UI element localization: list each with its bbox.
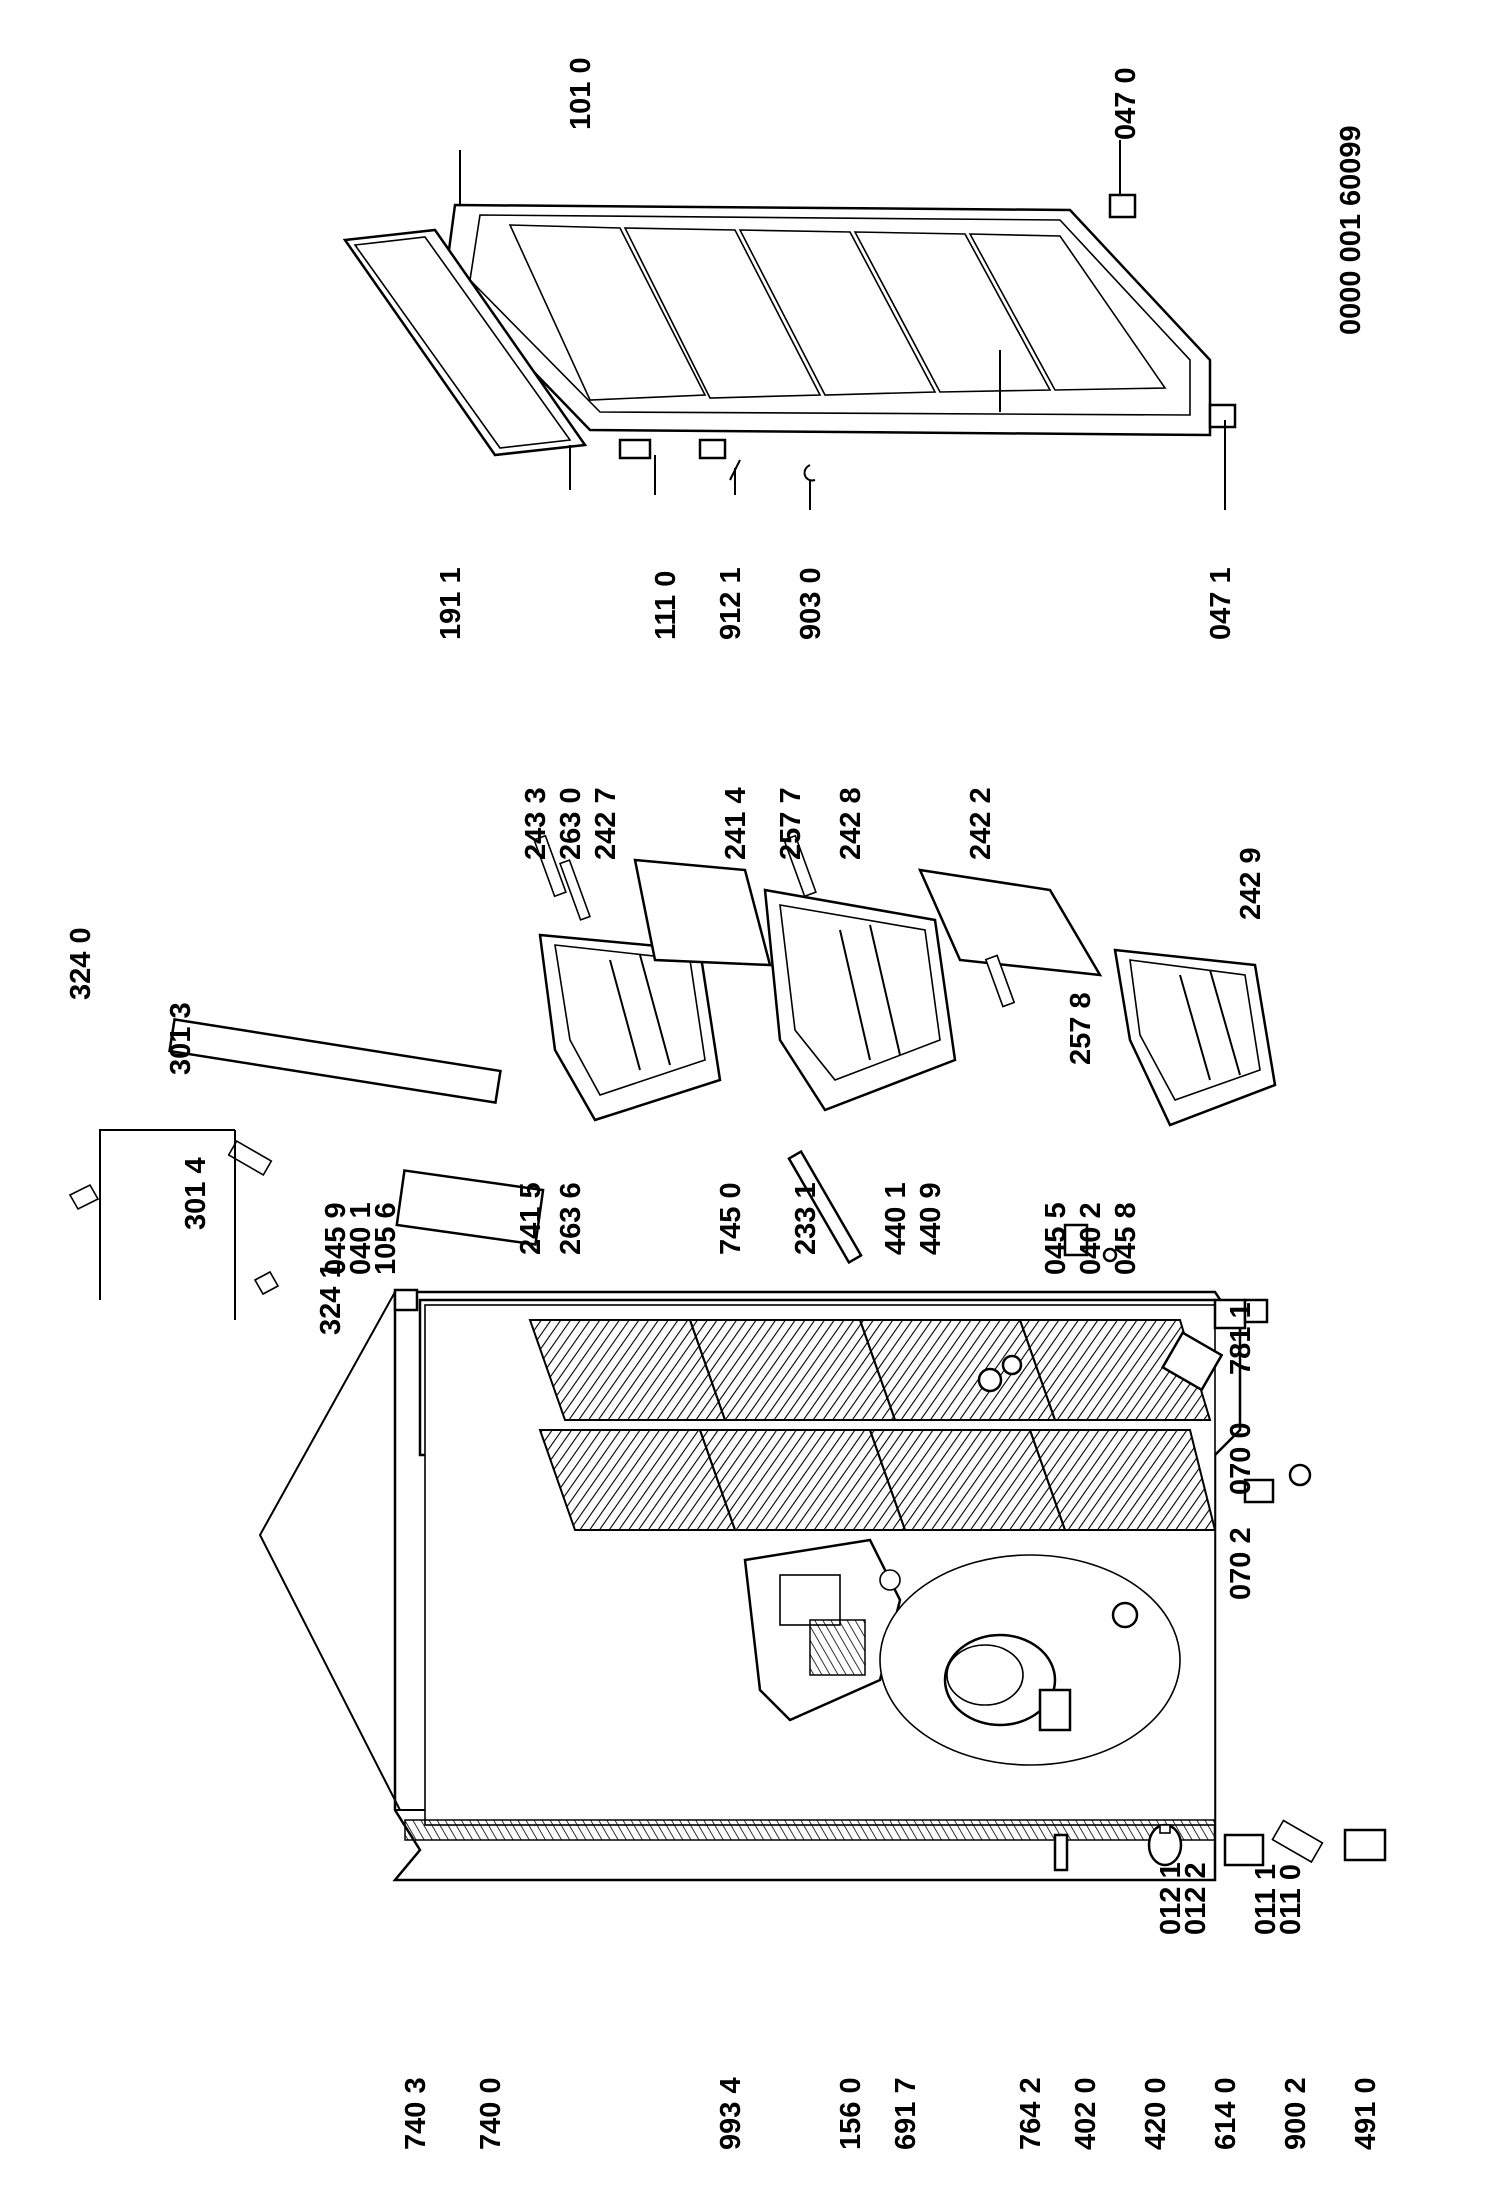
label-912-1: 912 1	[715, 567, 747, 640]
door-shelf-4	[853, 231, 1052, 393]
label-011-1: 011 1	[1250, 1864, 1282, 1935]
cover-900	[1271, 1819, 1324, 1864]
label-191-1: 191 1	[435, 567, 467, 640]
label-243-3: 243 3	[520, 787, 552, 860]
handle-bar	[168, 1017, 502, 1105]
label-740-0: 740 0	[475, 2077, 507, 2150]
label-233-1: 233 1	[790, 1182, 822, 1255]
label-691-7: 691 7	[890, 2077, 922, 2150]
label-263-0: 263 0	[555, 787, 587, 860]
label-242-8: 242 8	[835, 787, 867, 860]
label-045-9: 045 9	[320, 1202, 352, 1275]
label-324-0: 324 0	[65, 927, 97, 1000]
freezer-flap	[395, 1169, 545, 1246]
label-614-0: 614 0	[1210, 2077, 1242, 2150]
label-740-3: 740 3	[400, 2077, 432, 2150]
label-012-2: 012 2	[1180, 1862, 1212, 1935]
knob-b	[1001, 1354, 1023, 1376]
handle-clip	[227, 1139, 273, 1177]
knob-a	[977, 1367, 1003, 1393]
door-hinge-plate	[618, 438, 652, 460]
label-111-0: 111 0	[650, 571, 682, 640]
rod-243-3	[533, 834, 567, 898]
label-301-4: 301 4	[180, 1157, 212, 1230]
control-panel	[743, 1538, 902, 1722]
condenser	[404, 1819, 1216, 1841]
hinge-cap-bottom	[1208, 403, 1237, 429]
door-clip	[803, 464, 816, 482]
label-242-9: 242 9	[1235, 847, 1267, 920]
label-011-0: 011 0	[1275, 1864, 1307, 1935]
label-045-5: 045 5	[1040, 1202, 1072, 1275]
label-070-0: 070 0	[1225, 1422, 1257, 1495]
label-242-2: 242 2	[965, 787, 997, 860]
label-047-0: 047 0	[1110, 67, 1142, 140]
cabinet-drawing	[258, 1149, 1312, 1882]
door-shelf-1	[508, 224, 707, 401]
label-012-1: 012 1	[1155, 1862, 1187, 1935]
label-440-1: 440 1	[880, 1182, 912, 1255]
bottom-hinge-assembly	[1063, 1223, 1089, 1257]
handle-screw	[68, 1183, 100, 1211]
label-491-0: 491 0	[1350, 2077, 1382, 2150]
flap-lower	[917, 868, 1103, 977]
compressor-foot	[1111, 1601, 1139, 1629]
flap-upper	[633, 858, 772, 967]
door-shelf-3	[738, 229, 937, 396]
part-labels: 740 3 740 0 993 4 156 0 691 7 764 2 402 …	[65, 57, 1382, 2150]
label-324-1: 324 1	[315, 1262, 347, 1335]
drain-tube	[1053, 1833, 1069, 1872]
label-900-2: 900 2	[1280, 2077, 1312, 2150]
label-993-4: 993 4	[715, 2077, 747, 2150]
label-440-9: 440 9	[915, 1182, 947, 1255]
label-242-7: 242 7	[590, 787, 622, 860]
document-code: 0000 001 60099	[1335, 125, 1367, 335]
bracket-301-3	[99, 1129, 235, 1300]
hinge-cap-top	[1108, 193, 1137, 219]
door-shelf-5	[968, 233, 1167, 391]
label-101-0: 101 0	[565, 57, 597, 130]
compressor-relay	[1038, 1688, 1072, 1732]
leveling-foot	[1160, 1330, 1224, 1392]
screw	[1288, 1463, 1312, 1487]
label-257-7: 257 7	[775, 787, 807, 860]
label-105-6: 105 6	[370, 1202, 402, 1275]
label-045-8: 045 8	[1110, 1202, 1142, 1275]
label-903-0: 903 0	[795, 567, 827, 640]
rod-257-8	[984, 954, 1016, 1008]
leader-lines	[459, 140, 1226, 510]
lamp-bar	[787, 1149, 863, 1265]
label-070-2: 070 2	[1225, 1527, 1257, 1600]
label-402-0: 402 0	[1070, 2077, 1102, 2150]
drawers-drawing	[533, 834, 1277, 1127]
label-040-1: 040 1	[345, 1202, 377, 1275]
handle-cap	[253, 1270, 280, 1296]
label-241-5: 241 5	[515, 1182, 547, 1255]
bottom-cover	[1243, 1478, 1275, 1504]
label-764-2: 764 2	[1015, 2077, 1047, 2150]
label-241-4: 241 4	[720, 787, 752, 860]
door-shelf-2	[623, 227, 822, 399]
top-hinge	[393, 1288, 419, 1312]
label-047-1: 047 1	[1205, 567, 1237, 640]
label-040-2: 040 2	[1075, 1202, 1107, 1275]
label-156-0: 156 0	[835, 2077, 867, 2150]
label-257-8: 257 8	[1065, 992, 1097, 1065]
accessory-parts	[1147, 1819, 1387, 1867]
box-491	[1343, 1828, 1387, 1862]
door-drawing	[342, 193, 1237, 482]
label-263-6: 263 6	[555, 1182, 587, 1255]
foot-cap	[1243, 1298, 1269, 1324]
label-301-3: 301 3	[165, 1002, 197, 1075]
rod-263-0	[559, 859, 591, 921]
label-781-1: 781 1	[1225, 1302, 1257, 1375]
evaporator-shelves	[528, 1319, 1217, 1531]
rod-257-7	[783, 834, 817, 898]
cabinet-top-edge	[258, 1291, 401, 1811]
label-745-0: 745 0	[715, 1182, 747, 1255]
relay-614	[1223, 1833, 1265, 1867]
handle-trim-drawing	[68, 1017, 502, 1320]
label-420-0: 420 0	[1140, 2077, 1172, 2150]
